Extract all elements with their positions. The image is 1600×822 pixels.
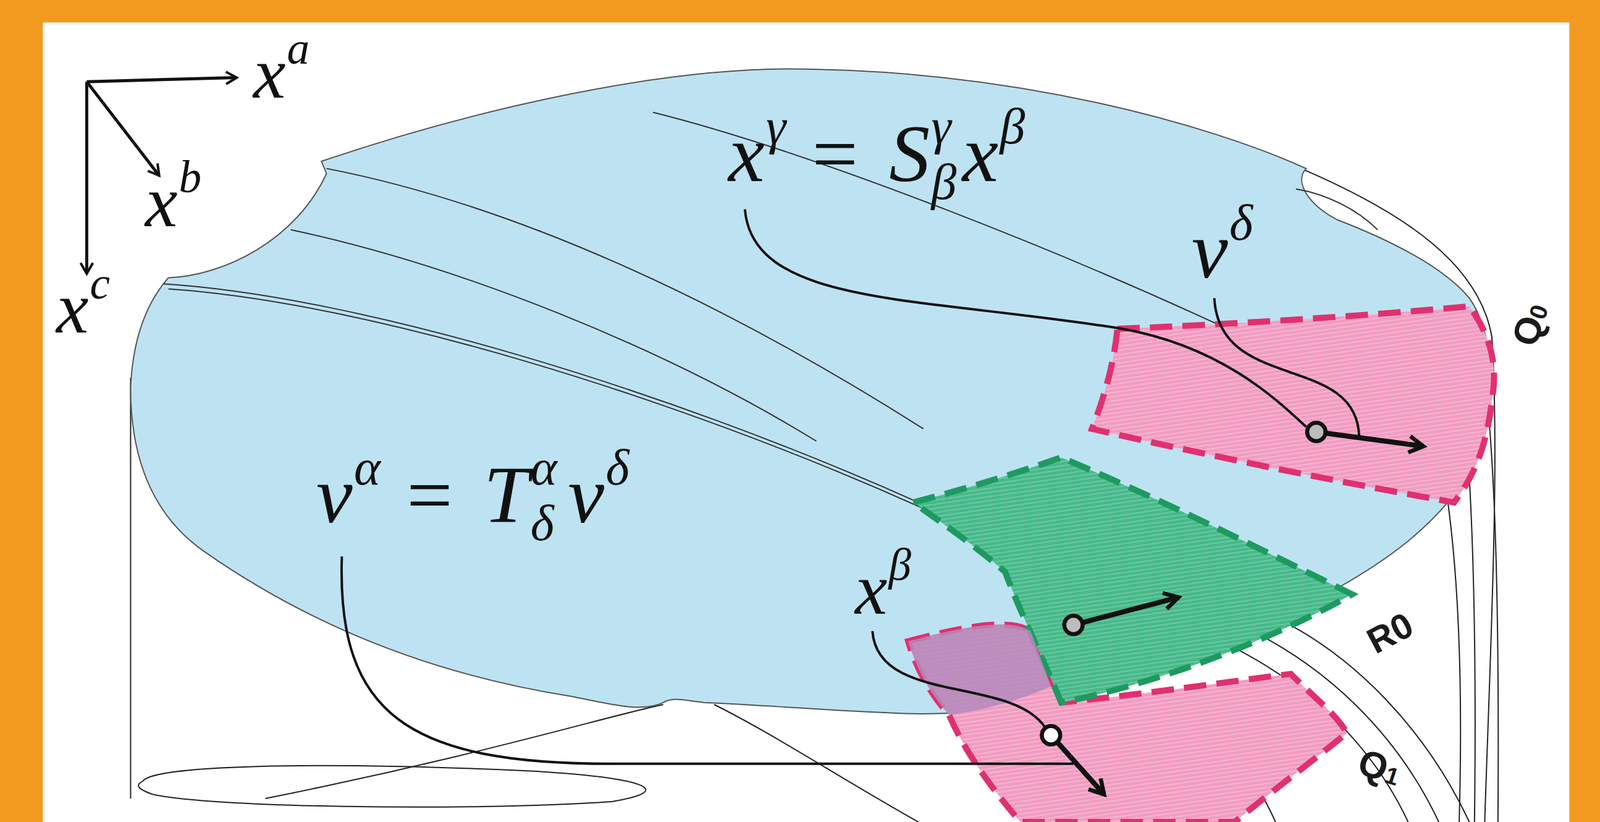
region-label: R0 xyxy=(1361,606,1419,660)
math-symbol: δ xyxy=(1229,194,1253,251)
math-symbol: x xyxy=(728,108,765,199)
frame-inner xyxy=(42,22,1570,822)
math-symbol: α xyxy=(530,439,558,496)
math-symbol: x xyxy=(253,32,286,114)
math-symbol: v xyxy=(567,449,605,540)
math-expression: xc xyxy=(56,271,110,345)
math-symbol: v xyxy=(1191,204,1229,296)
math-expression: vδ xyxy=(1191,209,1253,291)
math-symbol: x xyxy=(854,548,888,630)
math-symbol: x xyxy=(56,267,89,349)
math-symbol: v xyxy=(316,449,353,540)
math-symbol: a xyxy=(287,23,311,74)
math-symbol: c xyxy=(90,258,110,309)
math-expression: xb xyxy=(145,165,202,239)
math-symbol: γ xyxy=(931,98,952,155)
vectors xyxy=(1041,422,1424,794)
math-symbol: β xyxy=(888,539,912,590)
math-symbol: x xyxy=(962,108,999,199)
patch-overlap xyxy=(908,624,1051,715)
index-stack: αδ xyxy=(530,480,558,531)
math-symbol: β xyxy=(1000,98,1026,155)
math-symbol: β xyxy=(931,156,957,208)
math-expression: xβ xyxy=(854,552,912,626)
math-symbol: α xyxy=(353,439,381,496)
math-symbol: = xyxy=(406,449,453,540)
region-label-text: R0 xyxy=(1360,603,1420,661)
math-symbol: S xyxy=(888,108,930,199)
math-symbol: b xyxy=(179,151,203,203)
region-label: Q1 xyxy=(1353,743,1406,792)
math-expression: xa xyxy=(253,37,310,110)
math-expression: xγ=Sγβxβ xyxy=(728,113,1025,195)
math-symbol: γ xyxy=(766,98,786,155)
math-symbol: x xyxy=(145,161,178,243)
math-symbol: δ xyxy=(530,497,555,549)
index-stack: γβ xyxy=(931,138,952,190)
math-symbol: T xyxy=(483,449,529,540)
region-label: Q0 xyxy=(1506,298,1555,351)
math-symbol: δ xyxy=(605,439,629,496)
math-symbol: = xyxy=(812,108,859,199)
axes xyxy=(86,77,237,274)
math-expression: vα=Tαδvδ xyxy=(316,454,629,536)
